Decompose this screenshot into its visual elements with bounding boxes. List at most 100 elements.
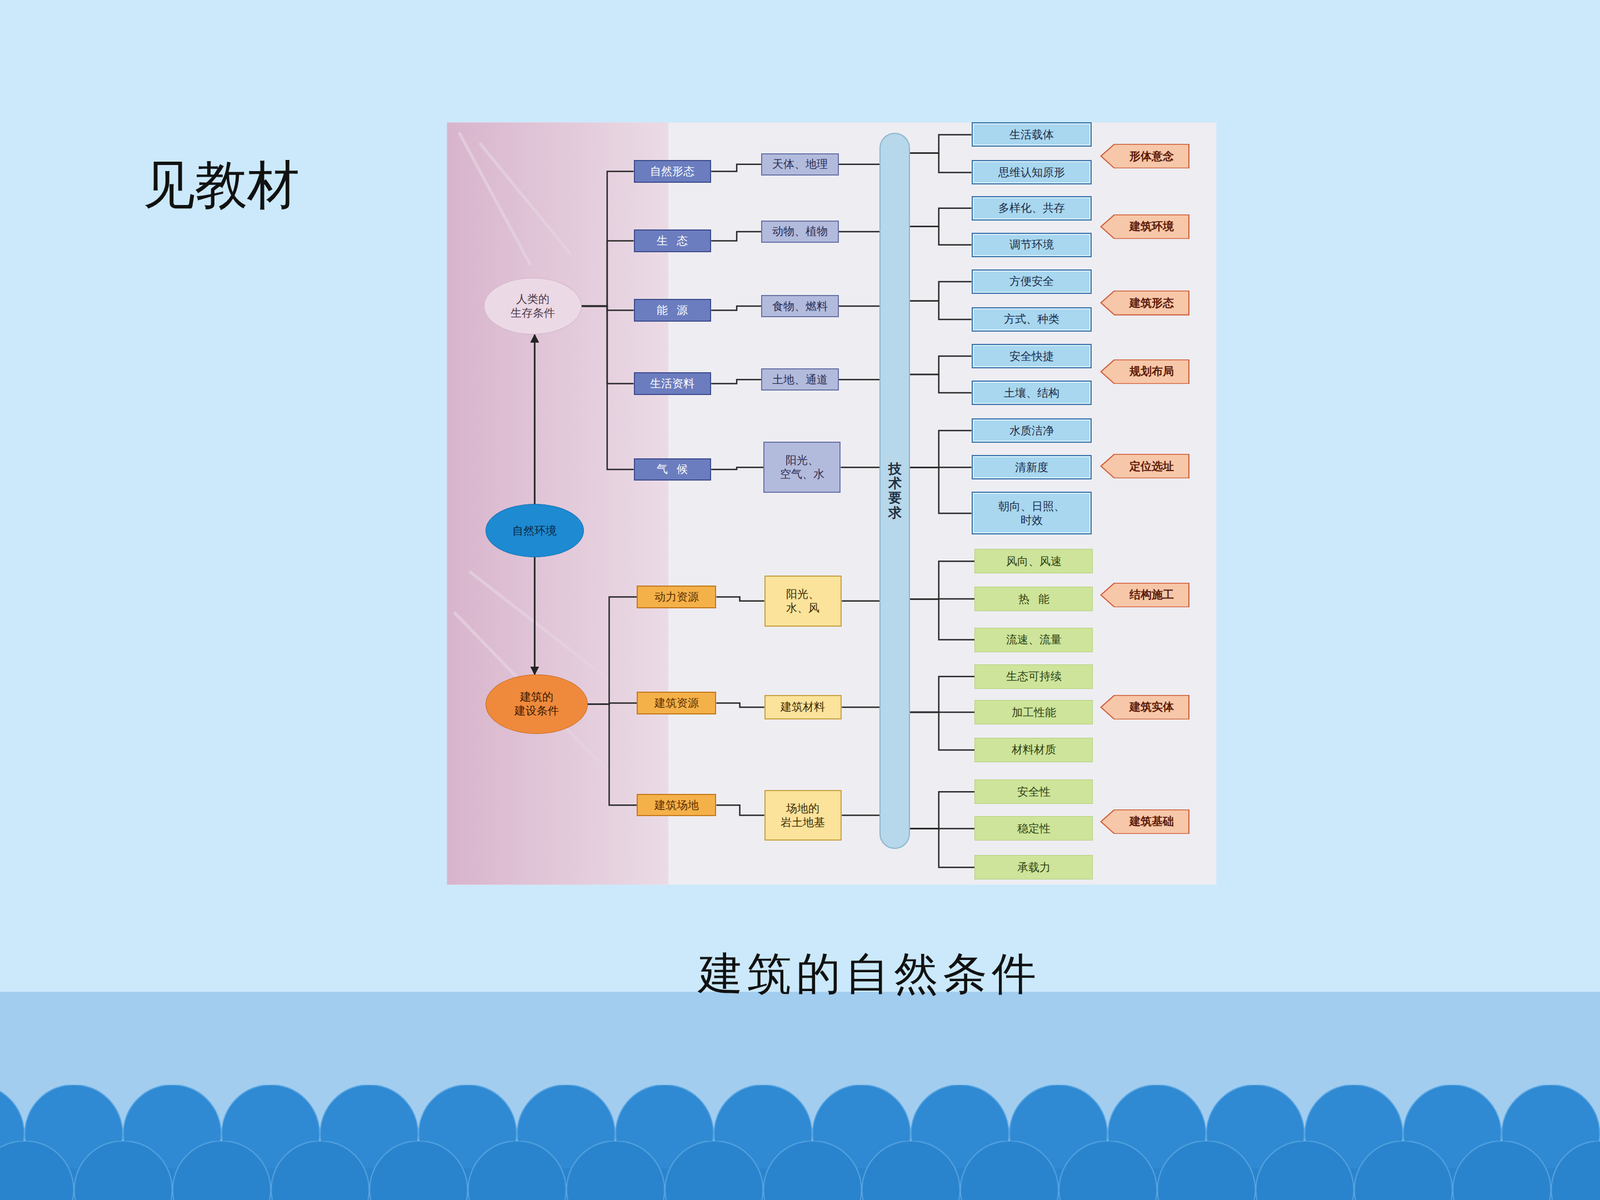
node-text: 生活资料	[650, 376, 695, 391]
tag-outline	[1101, 454, 1189, 479]
node-text: 能源	[656, 303, 697, 318]
item-box: 建筑材料	[764, 695, 843, 720]
node-text: 自然环境	[512, 523, 557, 538]
node-text: 建筑基础	[1129, 814, 1174, 829]
ellipse-node: 建筑的 建设条件	[485, 674, 588, 734]
photo-panel	[446, 122, 1217, 885]
node-text: 建筑的 建设条件	[509, 690, 565, 718]
bracket-connector	[716, 805, 764, 815]
requirement-box: 材料材质	[974, 737, 1093, 763]
node-text: 水质洁净	[1009, 423, 1054, 438]
photo-texture	[453, 132, 653, 776]
tag-arrow: 结构施工	[1100, 582, 1190, 608]
bracket-connector	[910, 712, 975, 750]
bracket-connector	[910, 467, 972, 514]
node-text: 阳光、 水、风	[776, 587, 830, 615]
requirement-box: 调节环境	[971, 232, 1093, 258]
requirement-box: 流速、流量	[974, 627, 1093, 653]
node-text: 思维认知原形	[998, 165, 1065, 180]
node-text: 朝向、日照、 时效	[995, 499, 1069, 528]
item-box: 阳光、 水、风	[764, 575, 843, 627]
node-text: 食物、燃料	[772, 299, 828, 314]
tag-outline	[1101, 359, 1189, 384]
category-box: 自然形态	[633, 160, 712, 183]
node-text: 技术要求	[888, 461, 902, 521]
bracket-connector	[711, 467, 764, 470]
bracket-connector	[581, 306, 634, 470]
node-text: 气候	[656, 462, 697, 477]
node-text: 动力资源	[654, 590, 699, 604]
category-box: 建筑场地	[636, 793, 717, 817]
node-text: 调节环境	[1009, 237, 1054, 252]
tag-arrow: 建筑实体	[1100, 695, 1190, 720]
ellipse-node: 自然环境	[485, 503, 584, 558]
node-text: 规划布局	[1129, 364, 1174, 379]
bracket-connector	[910, 374, 972, 393]
node-text: 热能	[1018, 592, 1059, 607]
bracket-connector	[838, 378, 880, 381]
node-text: 阳光、 空气、水	[775, 453, 829, 482]
requirement-box: 水质洁净	[971, 418, 1093, 443]
node-text: 稳定性	[1017, 821, 1051, 836]
node-text: 生态	[656, 233, 697, 248]
node-text: 动物、植物	[772, 224, 828, 239]
footer-band	[0, 991, 1600, 1200]
bracket-connector	[910, 134, 972, 153]
tag-outline	[1101, 582, 1189, 607]
bracket-connector	[716, 597, 764, 602]
node-text: 建筑材料	[780, 700, 825, 714]
requirement-box: 安全快捷	[971, 343, 1093, 369]
node-text: 方式、种类	[1003, 312, 1060, 327]
node-text: 风向、风速	[1006, 554, 1062, 569]
category-box: 气候	[633, 458, 712, 481]
arrow-connector	[533, 334, 536, 504]
capsule-bar: 技术要求	[879, 132, 910, 849]
bracket-connector	[711, 164, 762, 172]
node-text: 多样化、共存	[998, 201, 1065, 215]
bracket-connector	[838, 231, 880, 233]
requirement-box: 热能	[974, 586, 1093, 612]
tag-outline	[1101, 809, 1189, 834]
bracket-connector	[910, 598, 975, 640]
node-text: 天体、地理	[772, 157, 828, 172]
requirement-box: 清新度	[971, 455, 1093, 480]
bracket-connector	[910, 676, 975, 713]
node-text: 土地、通道	[772, 372, 828, 387]
node-text: 建筑实体	[1129, 700, 1174, 714]
bracket-connector	[711, 306, 762, 310]
node-text: 自然形态	[650, 164, 695, 179]
node-text: 结构施工	[1129, 587, 1174, 602]
item-box: 土地、通道	[761, 368, 839, 391]
tag-arrow: 规划布局	[1100, 359, 1190, 384]
bracket-connector	[716, 703, 764, 708]
bracket-connector	[587, 597, 637, 705]
tag-outline	[1101, 695, 1189, 719]
node-text: 生态可持续	[1006, 669, 1062, 684]
requirement-box: 风向、风速	[974, 548, 1093, 574]
bracket-connector	[587, 703, 637, 805]
bracket-connector	[910, 226, 972, 245]
bracket-connector	[910, 561, 975, 599]
category-box: 建筑资源	[636, 691, 717, 714]
tag-arrow: 定位选址	[1100, 453, 1190, 479]
scallop-row	[0, 1140, 1600, 1200]
bracket-connector	[910, 301, 972, 320]
bracket-connector	[841, 466, 880, 469]
tag-arrow: 建筑形态	[1100, 290, 1190, 315]
node-text: 加工性能	[1011, 705, 1057, 720]
bracket-connector	[910, 356, 972, 375]
node-text: 流速、流量	[1006, 632, 1062, 647]
bracket-connector	[910, 828, 975, 868]
bracket-connector	[910, 281, 972, 302]
node-text: 土壤、结构	[1003, 386, 1060, 400]
node-text: 方便安全	[1009, 274, 1054, 289]
bracket-connector	[910, 791, 975, 829]
slide-title: 见教材	[142, 150, 300, 221]
requirement-box: 承载力	[974, 855, 1093, 880]
tag-arrow: 建筑基础	[1100, 809, 1190, 834]
category-box: 动力资源	[636, 585, 717, 608]
category-box: 能源	[633, 298, 712, 322]
arrow-connector	[533, 557, 536, 675]
